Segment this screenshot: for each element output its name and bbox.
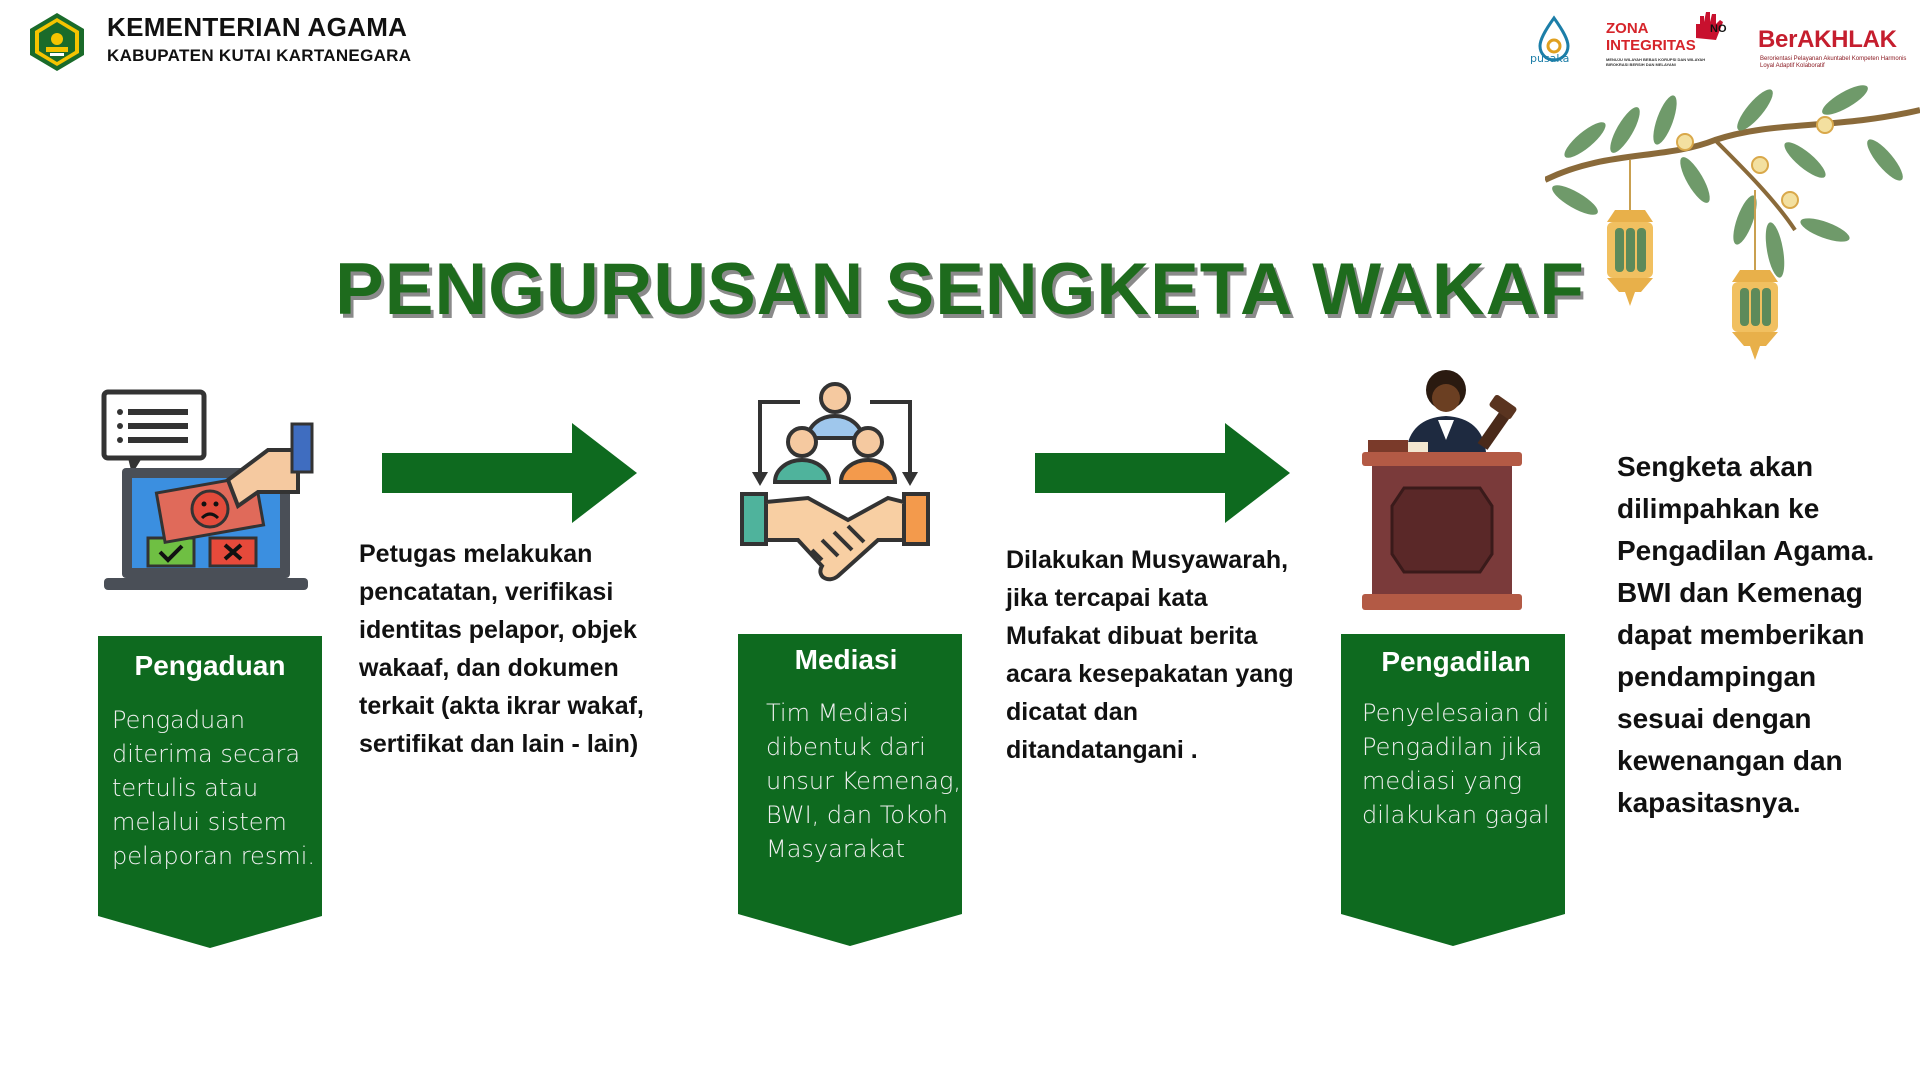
step-body-line: Masyarakat [766,835,905,863]
description-line: terkait (akta ikrar wakaf, [359,692,644,720]
zona-integritas-hand-icon: NO [1696,12,1727,40]
description-musyawarah: Dilakukan Musyawarah, jika tercapai kata… [1006,541,1294,769]
description-pencatatan: Petugas melakukan pencatatan, verifikasi… [359,535,644,763]
description-line: Sengketa akan [1617,451,1814,482]
complaint-laptop-icon [101,389,314,590]
description-line: Pengadilan Agama. [1617,535,1875,566]
zona-integritas-line2: INTEGRITAS [1606,37,1696,54]
step-title-mediasi: Mediasi [794,644,898,675]
berakhlak-subtitle: Berorientasi Pelayanan Akuntabel Kompete… [1760,56,1907,69]
description-line: kapasitasnya. [1617,787,1801,818]
step-body-line: melalui sistem [112,808,287,836]
description-line: sertifikat dan lain - lain) [359,730,639,758]
step-body-line: Pengadilan jika [1362,733,1543,761]
svg-text:NO: NO [1710,23,1727,35]
step-body-line: pelaporan resmi. [112,842,315,870]
org-sub: KABUPATEN KUTAI KARTANEGARA [107,46,412,65]
description-line: BWI dan Kemenag [1617,577,1863,608]
arrow-right-icon [382,423,637,523]
judge-podium-icon [1362,370,1522,610]
description-line: acara kesepakatan yang [1006,660,1294,688]
step-body-line: dilakukan gagal [1362,801,1550,829]
step-body-line: BWI, dan Tokoh [766,801,948,829]
step-body-line: dibentuk dari [766,733,926,761]
page-title: PENGURUSAN SENGKETA WAKAF [335,249,1585,330]
description-line: dilimpahkan ke [1617,493,1820,524]
description-line: dapat memberikan [1617,619,1865,650]
step-body-line: Pengaduan [112,706,246,734]
step-body-line: Penyelesaian di [1362,699,1550,727]
arrow-right-icon [1035,423,1290,523]
berakhlak-title: BerAKHLAK [1758,26,1897,53]
description-line: wakaaf, dan dokumen [359,654,619,682]
description-line: identitas pelapor, objek [359,616,637,644]
step-body-mediasi: Tim Mediasi dibentuk dari unsur Kemenag,… [766,696,961,866]
org-name: KEMENTERIAN AGAMA [107,12,408,42]
step-title-pengaduan: Pengaduan [134,650,286,681]
description-pengadilan-agama: Sengketa akan dilimpahkan ke Pengadilan … [1617,446,1874,824]
step-body-line: Tim Mediasi [766,699,909,727]
description-line: Petugas melakukan [359,540,593,568]
description-line: ditandatangani . [1006,736,1198,764]
step-box-pengadilan [1341,634,1565,946]
description-line: pencatatan, verifikasi [359,578,614,606]
description-line: Dilakukan Musyawarah, [1006,546,1289,574]
lantern-branch-decoration [1545,85,1920,360]
step-body-line: mediasi yang [1362,767,1523,795]
mediation-handshake-icon [740,382,930,582]
step-body-line: unsur Kemenag, [766,767,962,795]
step-body-pengadilan: Penyelesaian di Pengadilan jika mediasi … [1362,696,1550,832]
step-box-pengaduan [98,636,322,948]
pusaka-label: pusaka [1530,52,1570,65]
ministry-logo-icon [30,13,84,71]
description-line: pendampingan [1617,661,1817,692]
description-line: kewenangan dan [1617,745,1843,776]
step-box-mediasi [738,634,962,946]
step-body-line: diterima secara [112,740,301,768]
description-line: sesuai dengan [1617,703,1812,734]
description-line: dicatat dan [1006,698,1138,726]
zona-integritas-caption: MENUJU WILAYAH BEBAS KORUPSI DAN WILAYAH… [1606,57,1706,67]
zona-integritas-line1: ZONA [1606,20,1649,37]
step-body-pengaduan: Pengaduan diterima secara tertulis atau … [112,703,315,873]
step-title-pengadilan: Pengadilan [1381,646,1531,677]
step-body-line: tertulis atau [112,774,259,802]
description-line: Mufakat dibuat berita [1006,622,1258,650]
pusaka-icon [1538,15,1570,62]
description-line: jika tercapai kata [1006,584,1208,612]
